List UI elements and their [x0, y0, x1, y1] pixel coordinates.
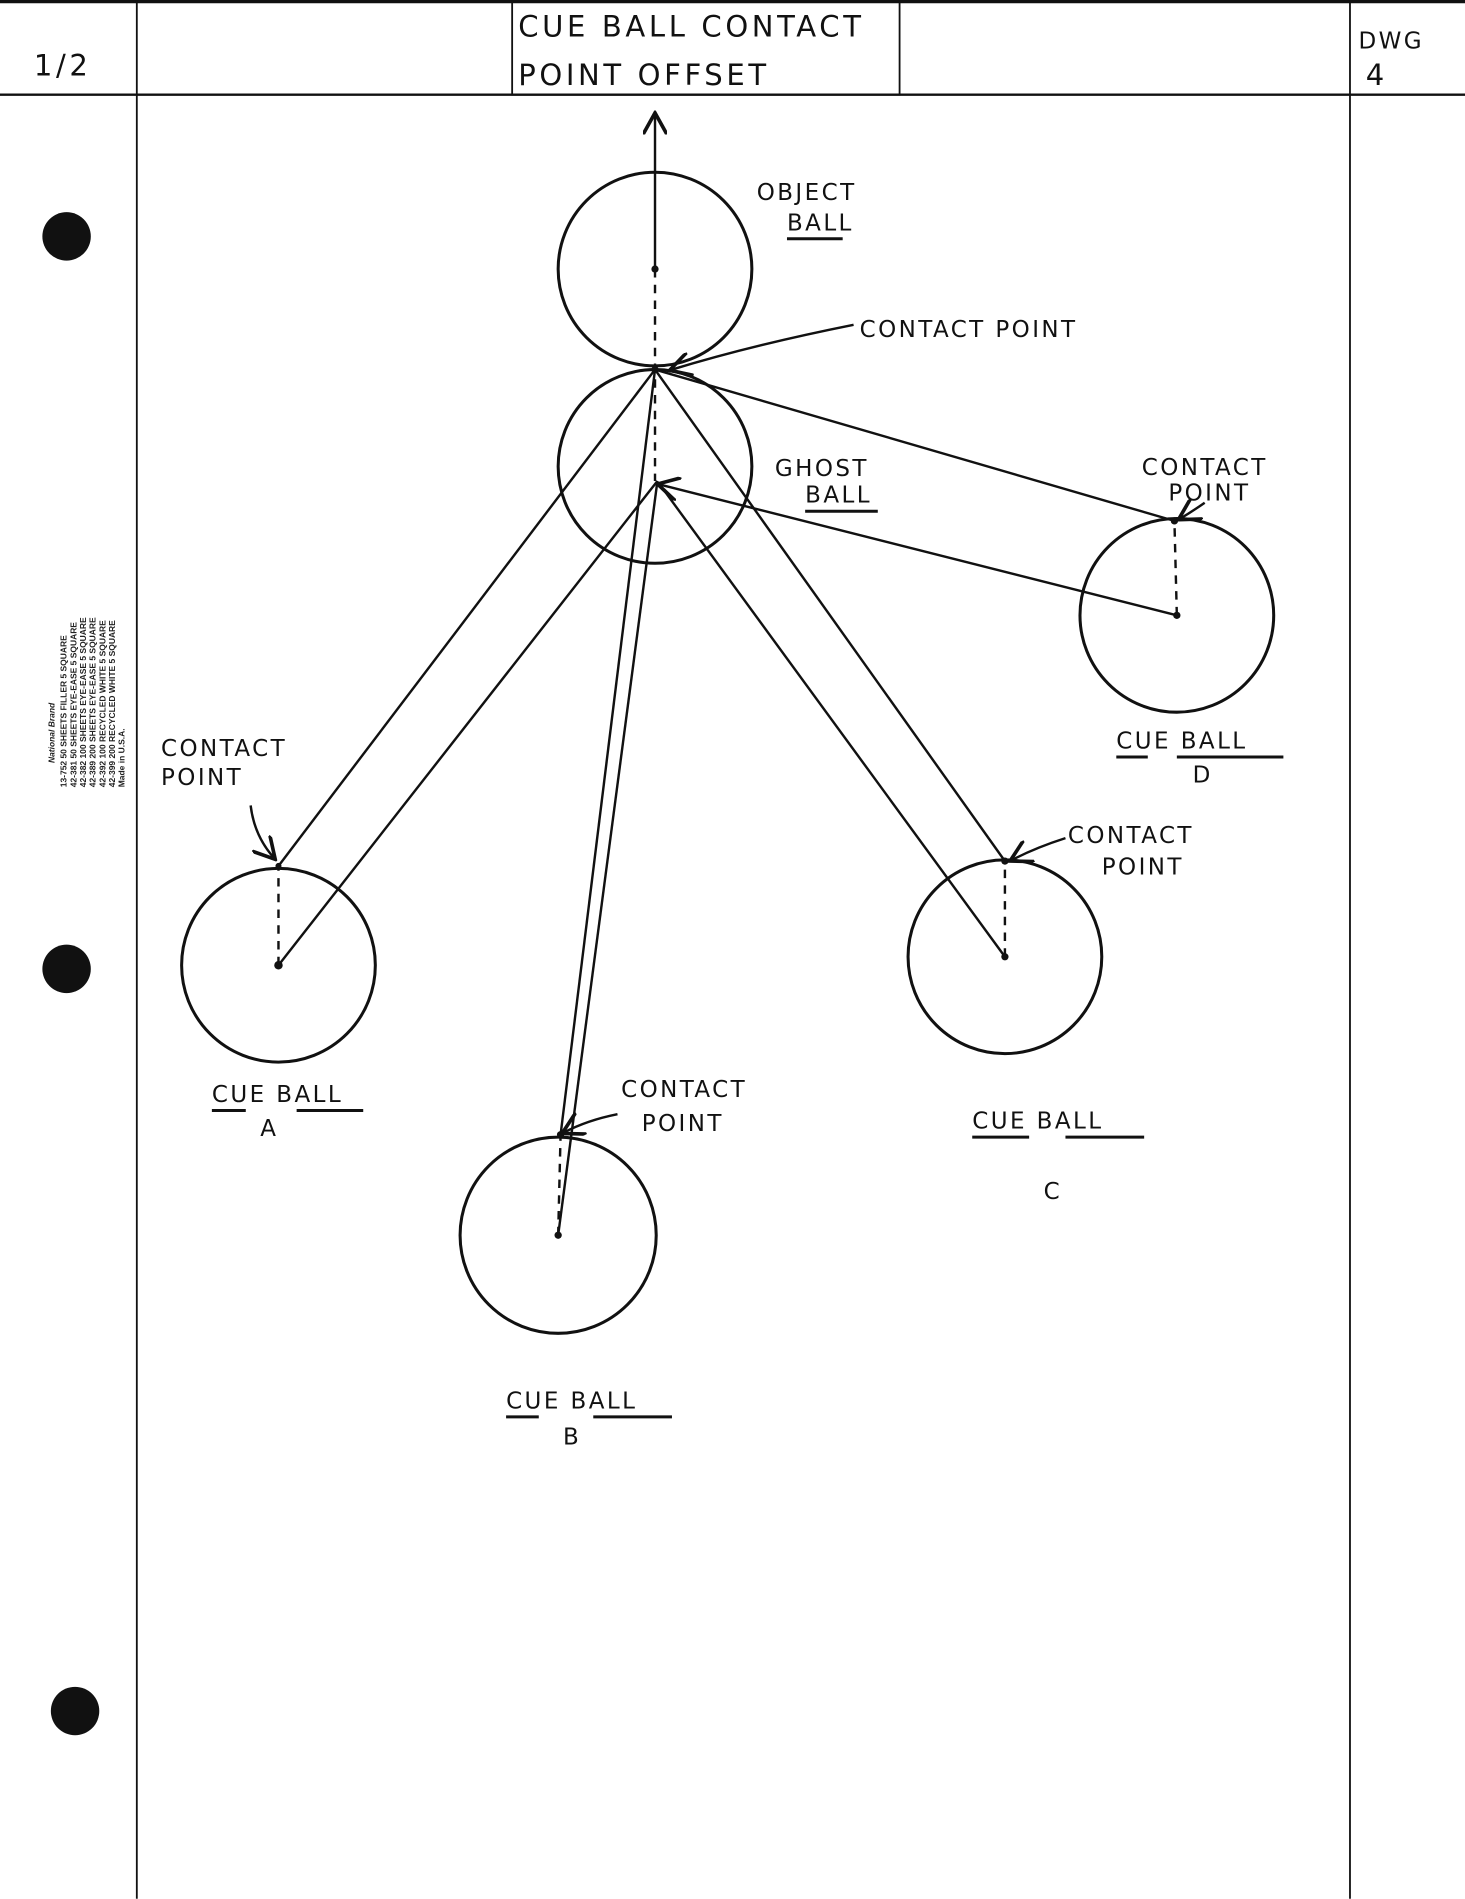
callout-arrows: [249, 323, 1206, 1133]
cue-ball-d-letter: D: [1193, 762, 1213, 788]
title-box: [511, 0, 901, 96]
ghost-ball-label: BALL: [805, 483, 872, 509]
cue-d-contact-label: CONTACT: [1142, 455, 1268, 481]
label-underlines: [211, 237, 1284, 1419]
cue-ball-a-label: CUE BALL: [212, 1082, 343, 1108]
object-ball-label: BALL: [787, 210, 854, 236]
cue-b-contact-label: CONTACT: [621, 1077, 747, 1103]
svg-text:42-389 200 SHEETS EYE-EASE 5: 42-389 200 SHEETS EYE-EASE 5 SQUARE: [88, 617, 98, 787]
sheet-number: 1/2: [34, 48, 92, 82]
cue-c-contact-label: POINT: [1102, 854, 1184, 880]
cue-ball-a-letter: A: [260, 1116, 278, 1142]
paper-brand-print: 13-752 50 SHEETS FILLER 5 SQUARE 42-381 …: [46, 617, 126, 787]
cue-c-contact-label: CONTACT: [1068, 823, 1194, 849]
center-dots: [274, 265, 1181, 1239]
cue-a-contact-label: POINT: [161, 765, 243, 791]
hole-punch: [42, 944, 91, 994]
title-line-1: CUE BALL CONTACT: [518, 10, 864, 44]
main-contact-point-label: CONTACT POINT: [860, 317, 1078, 343]
cue-ball-b-letter: B: [563, 1425, 581, 1451]
cue-b-contact-label: POINT: [642, 1111, 724, 1137]
svg-text:42-381 50 SHEETS EYE-EASE 5 S: 42-381 50 SHEETS EYE-EASE 5 SQUARE: [68, 622, 78, 788]
ghost-ball-label: GHOST: [775, 456, 869, 482]
cue-ball-c-letter: C: [1044, 1179, 1062, 1205]
cue-ball-d-label: CUE BALL: [1116, 729, 1247, 755]
title-line-2: POINT OFFSET: [518, 58, 770, 92]
hole-punch: [42, 212, 91, 261]
svg-text:42-382 100 SHEETS EYE-EASE 5: 42-382 100 SHEETS EYE-EASE 5 SQUARE: [78, 617, 88, 787]
svg-text:42-399 200 RECYCLED WHITE 5 S: 42-399 200 RECYCLED WHITE 5 SQUARE: [107, 620, 117, 787]
cue-paths: [277, 368, 1179, 1236]
svg-text:Made in U.S.A.: Made in U.S.A.: [117, 728, 127, 787]
dwg-label: DWG: [1358, 29, 1424, 55]
cue-ball-b-label: CUE BALL: [506, 1388, 637, 1414]
object-ball-label: OBJECT: [757, 180, 857, 206]
svg-text:42-392 100 RECYCLED WHITE 5 S: 42-392 100 RECYCLED WHITE 5 SQUARE: [97, 620, 107, 787]
svg-text:13-752 50 SHEETS FILLER 5 SQU: 13-752 50 SHEETS FILLER 5 SQUARE: [59, 635, 69, 787]
svg-text:National Brand: National Brand: [46, 702, 56, 763]
hole-punch: [50, 1686, 100, 1736]
cue-d-contact-label: POINT: [1168, 480, 1250, 506]
cue-ball-c-label: CUE BALL: [972, 1109, 1103, 1135]
dwg-number: 4: [1366, 58, 1388, 92]
cue-a-contact-label: CONTACT: [161, 736, 287, 762]
